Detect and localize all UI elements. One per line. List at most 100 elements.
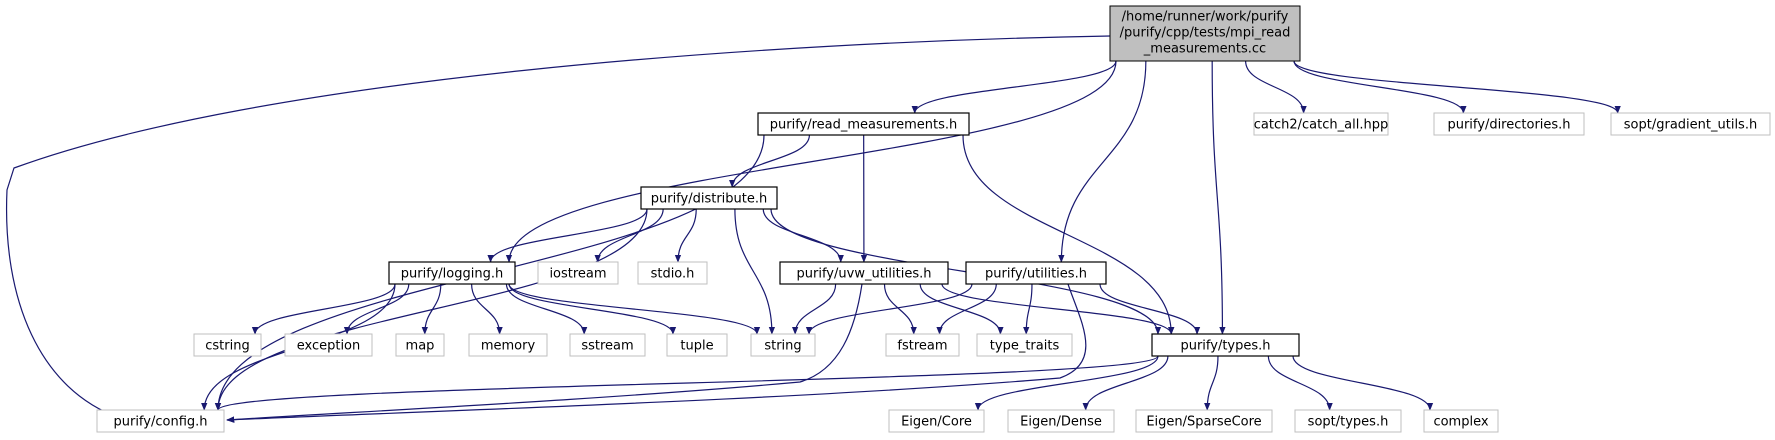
node-box: [537, 261, 619, 285]
node-sopt-types: sopt/types.h: [1294, 409, 1402, 433]
edge-types-to-eigen_sparsecore: [1204, 355, 1219, 411]
node-exception: exception: [284, 333, 373, 357]
node-iostream: iostream: [537, 261, 619, 285]
edge-utilities-to-string: [805, 283, 973, 335]
node-map: map: [395, 333, 445, 357]
node-label: purify/logging.h: [401, 267, 503, 282]
node-box: [395, 333, 445, 357]
node-box: [284, 333, 373, 357]
node-fstream: fstream: [885, 333, 960, 357]
nodes: /home/runner/work/purify/purify/cpp/test…: [96, 5, 1771, 433]
edge-root-to-types: [1211, 60, 1226, 335]
node-box: [1151, 333, 1300, 357]
edge-utilities-to-types: [1099, 283, 1201, 335]
node-box: [1007, 409, 1115, 433]
edges: [5, 35, 1621, 423]
edge-root-to-config: [5, 35, 1111, 419]
node-box: [1423, 409, 1499, 433]
node-string: string: [750, 333, 816, 357]
node-label: string: [764, 339, 801, 354]
edge-distribute-to-stdio: [674, 208, 697, 263]
node-distribute[interactable]: purify/distribute.h: [640, 186, 778, 210]
node-box: [640, 186, 778, 210]
node-stdio: stdio.h: [637, 261, 708, 285]
node-box: [1610, 112, 1771, 136]
node-label: stdio.h: [651, 267, 695, 282]
edge-root-to-logging: [505, 60, 1117, 263]
node-box: [779, 261, 949, 285]
edge-root-to-read_measurements: [911, 60, 1117, 114]
node-label: purify/distribute.h: [651, 192, 768, 207]
node-box: [1294, 409, 1402, 433]
edge-root-to-utilities: [1058, 60, 1147, 263]
node-label: catch2/catch_all.hpp: [1254, 118, 1388, 133]
edge-utilities-to-type_traits: [1023, 283, 1033, 335]
node-label: memory: [481, 339, 536, 354]
node-box: [750, 333, 816, 357]
edge-utilities-to-config: [226, 283, 1087, 423]
node-box: [888, 409, 985, 433]
edge-uvw_utilities-to-type_traits: [919, 283, 1004, 335]
node-label: tuple: [680, 339, 713, 354]
node-complex: complex: [1423, 409, 1499, 433]
node-cstring: cstring: [193, 333, 262, 357]
edge-types-to-config: [215, 355, 1159, 411]
edge-types-to-sopt_types: [1267, 355, 1333, 411]
edge-logging-to-sstream: [505, 283, 588, 335]
node-label: Eigen/Core: [901, 415, 972, 430]
node-uvw-utilities[interactable]: purify/uvw_utilities.h: [779, 261, 949, 285]
edge-root-to-directories: [1293, 60, 1467, 114]
node-type-traits: type_traits: [976, 333, 1073, 357]
node-label: purify/config.h: [113, 415, 207, 430]
edge-distribute-to-string: [734, 208, 776, 335]
edge-uvw_utilities-to-types: [941, 283, 1175, 335]
node-directories: purify/directories.h: [1433, 112, 1585, 136]
node-memory: memory: [468, 333, 548, 357]
node-label: sstream: [581, 339, 633, 354]
node-read-measurements[interactable]: purify/read_measurements.h: [757, 112, 970, 136]
node-label: Eigen/Dense: [1020, 415, 1102, 430]
edge-logging-to-memory: [471, 283, 503, 335]
edge-logging-to-string: [508, 283, 761, 335]
root-label-line: _measurements.cc: [1143, 42, 1266, 57]
node-tuple: tuple: [666, 333, 728, 357]
edge-types-to-eigen_dense: [1082, 355, 1169, 411]
node-box: [885, 333, 960, 357]
node-box: [1109, 5, 1301, 62]
node-box: [637, 261, 708, 285]
edge-utilities-to-fstream: [936, 283, 997, 335]
node-box: [468, 333, 548, 357]
node-box: [1433, 112, 1585, 136]
node-box: [976, 333, 1073, 357]
node-root[interactable]: /home/runner/work/purify/purify/cpp/test…: [1109, 5, 1301, 62]
node-utilities[interactable]: purify/utilities.h: [965, 261, 1107, 285]
node-label: fstream: [897, 339, 947, 354]
node-box: [666, 333, 728, 357]
edge-uvw_utilities-to-config: [226, 283, 863, 423]
node-label: exception: [297, 339, 361, 354]
node-label: iostream: [549, 267, 606, 282]
node-box: [388, 261, 516, 285]
edge-distribute-to-iostream: [594, 208, 664, 263]
node-box: [96, 409, 225, 433]
node-label: purify/read_measurements.h: [770, 118, 957, 133]
edge-types-to-eigen_core: [974, 355, 1159, 411]
node-label: complex: [1433, 415, 1488, 430]
node-label: cstring: [205, 339, 249, 354]
root-label-line: /home/runner/work/purify: [1122, 10, 1289, 25]
edge-types-to-complex: [1292, 355, 1434, 411]
node-sstream: sstream: [569, 333, 646, 357]
node-logging[interactable]: purify/logging.h: [388, 261, 516, 285]
node-box: [757, 112, 970, 136]
root-label-line: /purify/cpp/tests/mpi_read: [1120, 26, 1291, 41]
node-box: [569, 333, 646, 357]
edge-uvw_utilities-to-string: [791, 283, 837, 335]
node-label: Eigen/SparseCore: [1146, 415, 1261, 430]
edge-distribute-to-types: [770, 208, 1162, 335]
node-types[interactable]: purify/types.h: [1151, 333, 1300, 357]
node-eigen-sparsecore: Eigen/SparseCore: [1135, 409, 1273, 433]
node-box: [1135, 409, 1273, 433]
node-config: purify/config.h: [96, 409, 225, 433]
edge-logging-to-tuple: [508, 283, 677, 335]
